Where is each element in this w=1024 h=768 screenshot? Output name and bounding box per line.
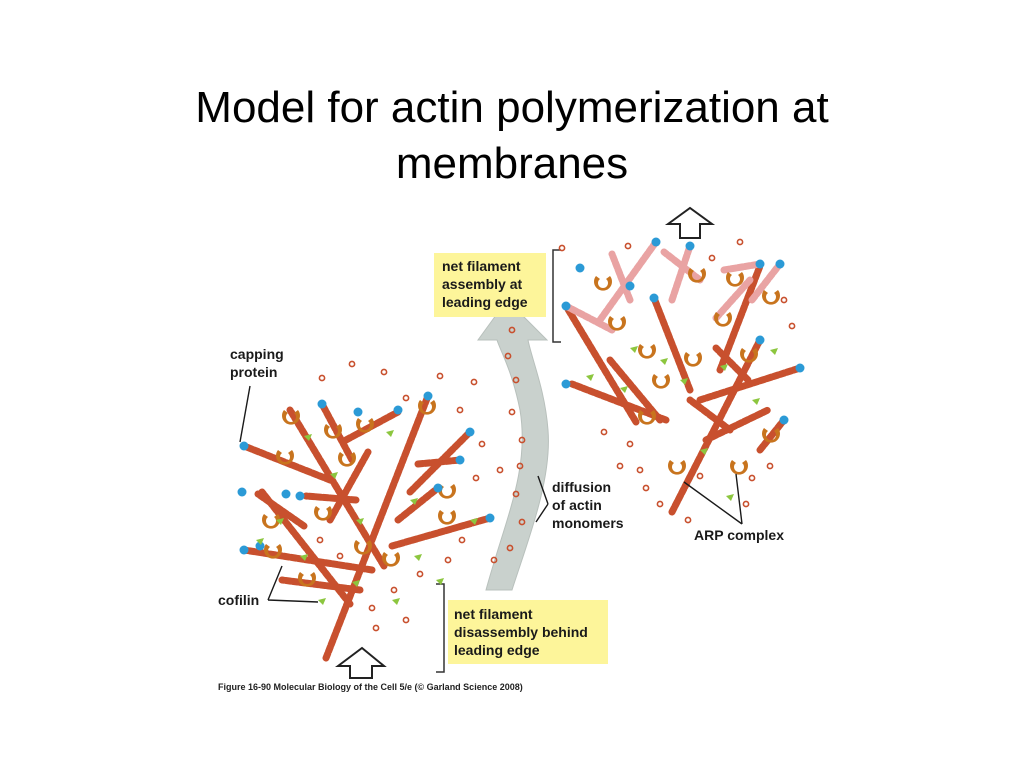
cofilin-markers: [256, 346, 778, 605]
svg-text:protein: protein: [230, 364, 277, 380]
assembly-box-line-2: assembly at: [442, 276, 522, 292]
up-arrow-top-icon: [664, 206, 716, 239]
svg-text:monomers: monomers: [552, 515, 624, 531]
figure-caption: Figure 16-90 Molecular Biology of the Ce…: [218, 682, 523, 692]
svg-text:capping: capping: [230, 346, 284, 362]
up-arrow-bottom-icon: [335, 646, 387, 679]
disassembly-box-line-1: net filament: [454, 606, 533, 622]
disassembly-box-line-3: leading edge: [454, 642, 540, 658]
cofilin-label: cofilin: [218, 592, 259, 608]
bracket-top: [552, 249, 561, 343]
assembly-box-line-1: net filament: [442, 258, 521, 274]
svg-text:net filament: net filament: [454, 606, 533, 622]
diffusion-label-line-2: of actin: [552, 497, 602, 513]
slide-title-line-2: membranes: [395, 139, 629, 188]
svg-text:leading edge: leading edge: [442, 294, 528, 310]
right-filament-network: [562, 262, 804, 516]
slide-title-line-1: Model for actin polymerization at: [195, 83, 829, 132]
arp-complex-label: ARP complex: [694, 527, 784, 543]
diffusion-label-line-1: diffusion: [552, 479, 611, 495]
capping-protein-label-line-1: capping: [230, 346, 284, 362]
right-new-filaments: [562, 238, 784, 334]
arp-complexes: [262, 268, 781, 587]
svg-text:of actin: of actin: [552, 497, 602, 513]
svg-text:net filament: net filament: [442, 258, 521, 274]
assembly-box-line-3: leading edge: [442, 294, 528, 310]
capping-proteins: [237, 237, 805, 555]
capping-protein-label-line-2: protein: [230, 364, 277, 380]
diffusion-arrow: [477, 299, 549, 591]
assembly-box: [434, 253, 546, 317]
diffusion-label-line-3: monomers: [552, 515, 624, 531]
svg-text:disassembly behind: disassembly behind: [454, 624, 588, 640]
disassembly-box: [448, 600, 608, 664]
bracket-bottom: [436, 583, 445, 673]
leader-lines: [239, 385, 743, 603]
actin-monomers: [316, 238, 796, 632]
slide-title: Model for actin polymerization at membra…: [0, 80, 1024, 192]
svg-text:assembly at: assembly at: [442, 276, 522, 292]
disassembly-box-line-2: disassembly behind: [454, 624, 588, 640]
svg-text:diffusion: diffusion: [552, 479, 611, 495]
svg-text:leading edge: leading edge: [454, 642, 540, 658]
